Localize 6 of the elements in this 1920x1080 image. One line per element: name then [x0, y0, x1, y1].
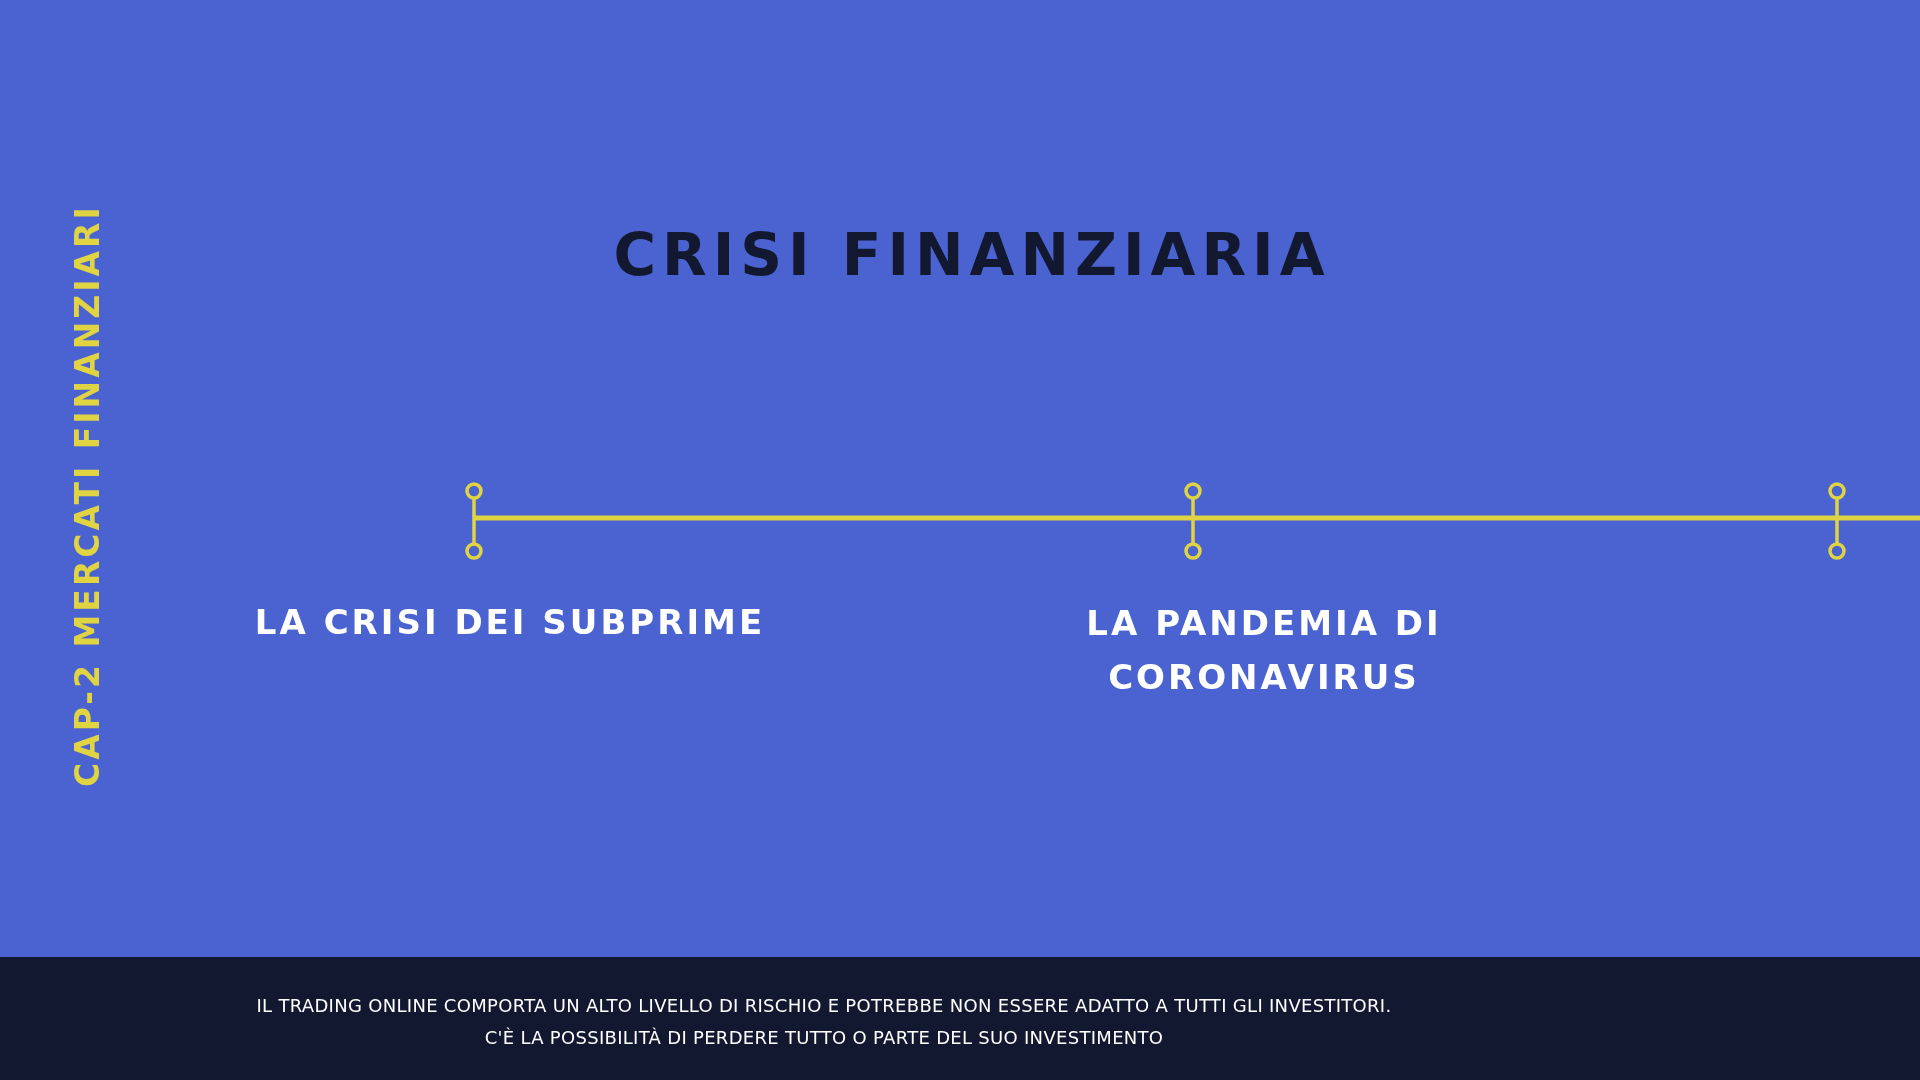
title: CRISI FINANZIARIA	[612, 220, 1332, 291]
timeline-label: LA CRISI DEI SUBPRIME	[253, 601, 767, 644]
timeline-label: LA PANDEMIA DI CORONAVIRUS	[1085, 602, 1443, 699]
side-heading: CAP-2 MERCATI FINANZIARI	[67, 203, 108, 789]
disclaimer-text: C'È LA POSSIBILITÀ DI PERDERE TUTTO O PARTE DEL SUO INVESTIMENTO	[483, 1026, 1165, 1050]
disclaimer-text: IL TRADING ONLINE COMPORTA UN ALTO LIVELLO DI RISCHIO E POTREBBE NON ESSERE ADATTO A TUTTI GLI INVESTITORI.	[255, 994, 1393, 1018]
